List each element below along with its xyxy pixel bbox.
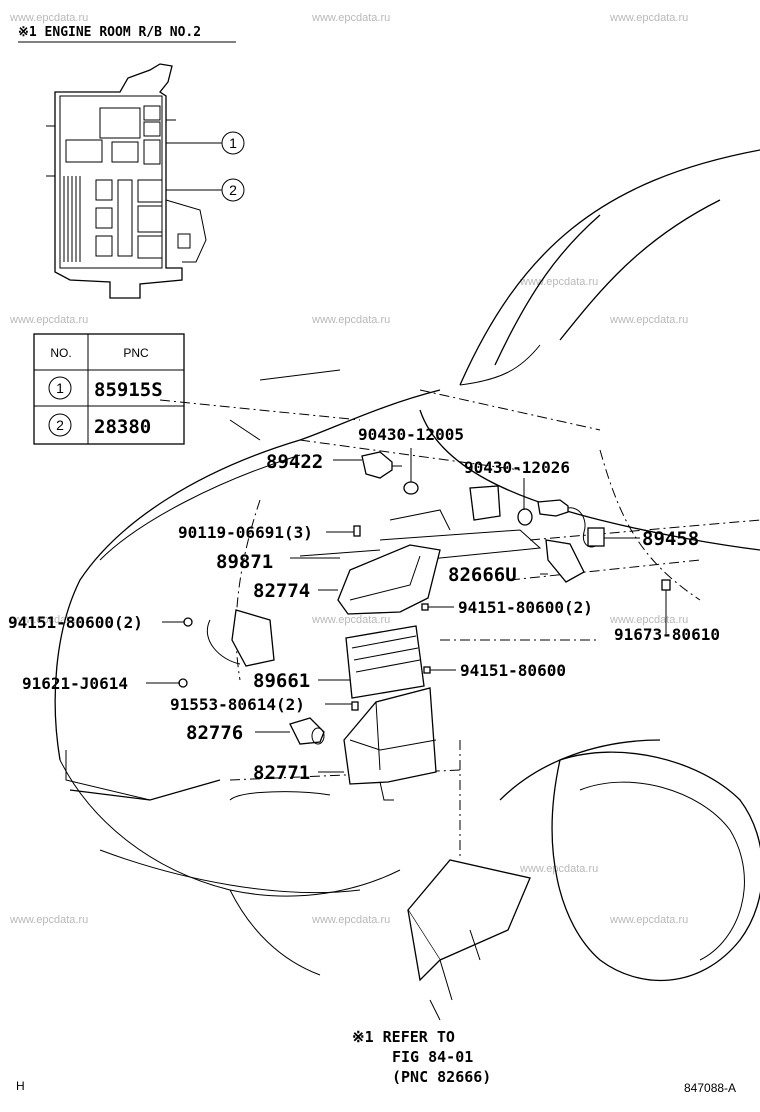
callout-1-label: 1 bbox=[229, 135, 237, 151]
relay-box-drawing bbox=[46, 63, 207, 299]
part-91621-j0614: 91621-J0614 bbox=[22, 674, 128, 693]
part-82771: 82771 bbox=[253, 762, 310, 784]
reference-line-1: ※1 REFER TO bbox=[352, 1028, 455, 1046]
part-90119-06691: 90119-06691(3) bbox=[178, 523, 313, 542]
part-82776: 82776 bbox=[186, 722, 243, 744]
pnc-table: NO. PNC 1 85915S 2 28380 bbox=[33, 333, 185, 445]
watermark-8: www.epcdata.ru bbox=[311, 614, 390, 626]
bolt-90119 bbox=[353, 525, 361, 537]
sensor-89422 bbox=[350, 451, 402, 479]
watermarks: www.epcdata.ru www.epcdata.ru www.epcdat… bbox=[9, 12, 688, 926]
watermark-9: www.epcdata.ru bbox=[609, 614, 688, 626]
callout-2 bbox=[221, 178, 245, 202]
callout-1 bbox=[221, 131, 245, 155]
part-82774: 82774 bbox=[253, 580, 310, 602]
watermark-14: www.epcdata.ru bbox=[519, 863, 598, 875]
watermark-12: www.epcdata.ru bbox=[609, 914, 688, 926]
fuse-box-82666 bbox=[407, 859, 531, 1021]
table-row-1-pnc: 85915S bbox=[94, 379, 163, 401]
part-94151-80600: 94151-80600 bbox=[460, 661, 566, 680]
part-90430-12005: 90430-12005 bbox=[358, 425, 464, 444]
watermark-3: www.epcdata.ru bbox=[609, 12, 688, 24]
watermark-1: www.epcdata.ru bbox=[9, 12, 88, 24]
sensor-89458 bbox=[537, 499, 605, 548]
watermark-6: www.epcdata.ru bbox=[609, 314, 688, 326]
ecu-89661 bbox=[345, 625, 425, 699]
reference-line-3: (PNC 82666) bbox=[392, 1068, 491, 1086]
table-header-pnc: PNC bbox=[123, 346, 149, 360]
part-89661: 89661 bbox=[253, 670, 310, 692]
callout-2-label: 2 bbox=[229, 182, 237, 198]
watermark-5: www.epcdata.ru bbox=[311, 314, 390, 326]
table-row-1-no: 1 bbox=[56, 380, 64, 396]
bracket-82666u bbox=[379, 485, 585, 583]
leader-lines bbox=[146, 448, 667, 773]
part-91673-80610: 91673-80610 bbox=[614, 625, 720, 644]
case-82771 bbox=[343, 687, 437, 801]
relay-box-title: ※1 ENGINE ROOM R/B NO.2 bbox=[18, 25, 201, 40]
watermark-4: www.epcdata.ru bbox=[9, 314, 88, 326]
watermark-7: www.epcdata.ru bbox=[9, 614, 88, 626]
watermark-13: www.epcdata.ru bbox=[519, 276, 598, 288]
grommet-82776 bbox=[289, 717, 325, 745]
part-89422: 89422 bbox=[266, 451, 323, 473]
part-91553-80614: 91553-80614(2) bbox=[170, 695, 305, 714]
washer-90430-12026 bbox=[517, 508, 533, 526]
table-header-no: NO. bbox=[50, 346, 71, 360]
watermark-10: www.epcdata.ru bbox=[9, 914, 88, 926]
illustration-number: 847088-A bbox=[684, 1081, 736, 1095]
car-body-outline bbox=[54, 149, 760, 982]
watermark-11: www.epcdata.ru bbox=[311, 914, 390, 926]
watermark-2: www.epcdata.ru bbox=[311, 12, 390, 24]
footer-left: H bbox=[16, 1079, 25, 1093]
part-89458: 89458 bbox=[642, 528, 699, 550]
table-row-2-pnc: 28380 bbox=[94, 416, 151, 438]
part-labels: 89422 90430-12005 90430-12026 90119-0669… bbox=[8, 425, 720, 784]
table-row-2-no: 2 bbox=[56, 417, 64, 433]
part-82666u: 82666U bbox=[448, 564, 517, 586]
reference-line-2: FIG 84-01 bbox=[392, 1048, 473, 1066]
part-89871: 89871 bbox=[216, 551, 273, 573]
wire-89871 bbox=[299, 549, 381, 557]
washer-90430-12005 bbox=[403, 481, 419, 495]
bracket-left bbox=[206, 609, 275, 667]
cover-82774 bbox=[337, 544, 441, 615]
part-94151-80600-2-right: 94151-80600(2) bbox=[458, 598, 593, 617]
part-90430-12026: 90430-12026 bbox=[464, 458, 570, 477]
part-94151-80600-2-left: 94151-80600(2) bbox=[8, 613, 143, 632]
